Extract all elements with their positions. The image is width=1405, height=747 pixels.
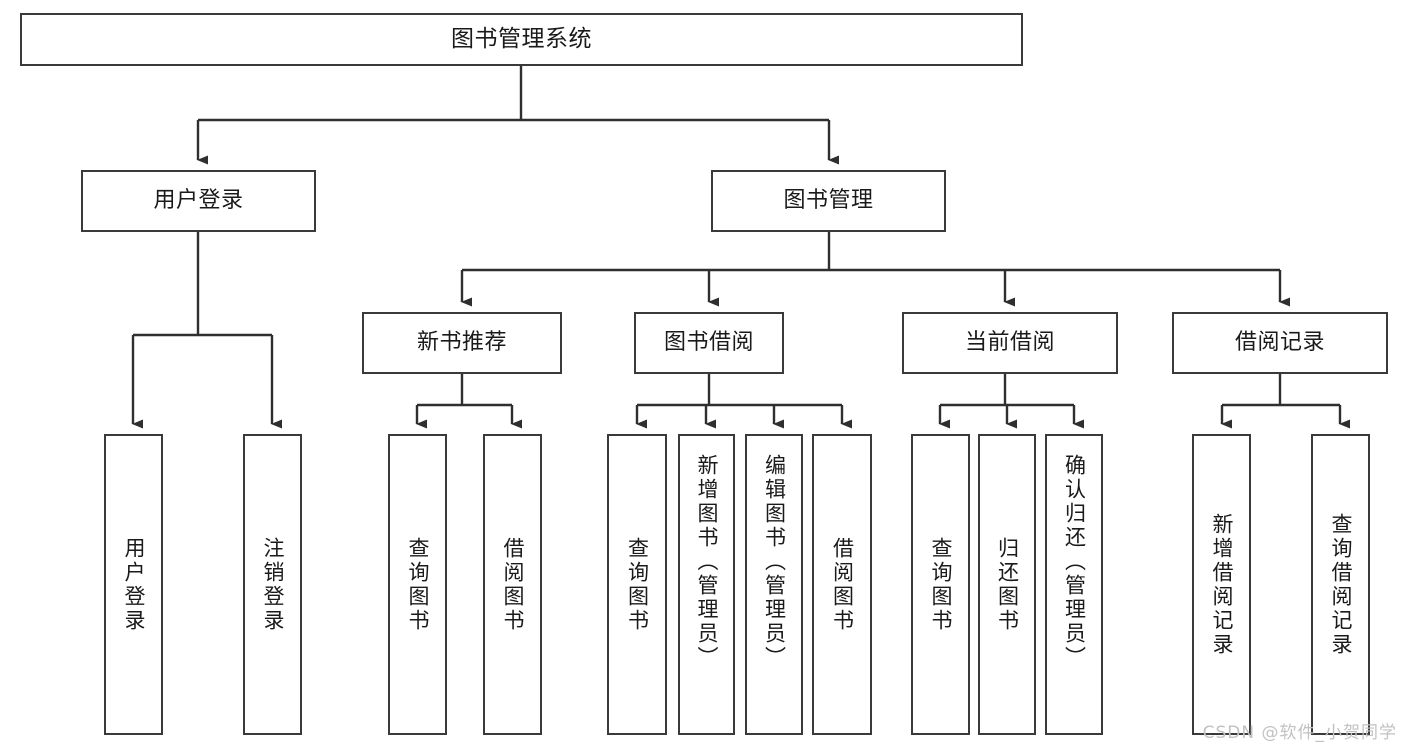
node-borrow-record-label: 借阅记录 (1234, 330, 1325, 356)
node-leaf-logout-login[interactable]: 注销登录 (243, 434, 302, 735)
node-leaf-confirm-return[interactable]: 确认归还（管理员） (1045, 434, 1103, 735)
node-leaf-query-book-2[interactable]: 查询图书 (607, 434, 667, 735)
node-leaf-add-record-label: 新增借阅记录 (1210, 512, 1234, 657)
node-leaf-borrow-book-2-label: 借阅图书 (830, 536, 855, 633)
node-book-management-label: 图书管理 (783, 188, 874, 214)
node-leaf-edit-book-label: 编辑图书（管理员） (762, 454, 787, 670)
node-leaf-add-record[interactable]: 新增借阅记录 (1192, 434, 1251, 735)
node-leaf-return-book[interactable]: 归还图书 (978, 434, 1036, 735)
node-current-borrow[interactable]: 当前借阅 (902, 312, 1118, 374)
node-leaf-borrow-book-1-label: 借阅图书 (501, 536, 525, 633)
node-leaf-query-book-2-label: 查询图书 (625, 536, 650, 633)
node-leaf-add-book-label: 新增图书（管理员） (695, 454, 719, 670)
node-leaf-edit-book[interactable]: 编辑图书（管理员） (745, 434, 803, 735)
csdn-watermark: CSDN @软件_小贺同学 (1202, 723, 1397, 743)
node-new-book-recommend[interactable]: 新书推荐 (362, 312, 562, 374)
node-root-system[interactable]: 图书管理系统 (20, 13, 1023, 66)
node-user-login[interactable]: 用户登录 (81, 170, 316, 232)
node-root-system-label: 图书管理系统 (451, 25, 592, 52)
node-leaf-user-login-label: 用户登录 (122, 536, 146, 633)
node-leaf-query-book-1[interactable]: 查询图书 (388, 434, 447, 735)
node-borrow-record[interactable]: 借阅记录 (1172, 312, 1388, 374)
node-new-book-recommend-label: 新书推荐 (416, 330, 507, 356)
node-leaf-add-book[interactable]: 新增图书（管理员） (678, 434, 735, 735)
node-leaf-user-login[interactable]: 用户登录 (104, 434, 163, 735)
node-book-management[interactable]: 图书管理 (711, 170, 946, 232)
node-current-borrow-label: 当前借阅 (964, 330, 1055, 356)
node-user-login-label: 用户登录 (153, 188, 244, 214)
node-leaf-query-record-label: 查询借阅记录 (1329, 512, 1353, 657)
node-leaf-query-record[interactable]: 查询借阅记录 (1311, 434, 1370, 735)
node-book-borrow[interactable]: 图书借阅 (634, 312, 784, 374)
node-leaf-query-book-3[interactable]: 查询图书 (911, 434, 970, 735)
node-leaf-logout-login-label: 注销登录 (261, 536, 285, 633)
node-leaf-confirm-return-label: 确认归还（管理员） (1062, 454, 1087, 670)
node-book-borrow-label: 图书借阅 (663, 330, 754, 356)
node-leaf-query-book-3-label: 查询图书 (929, 536, 953, 633)
node-leaf-return-book-label: 归还图书 (995, 536, 1020, 633)
node-leaf-borrow-book-1[interactable]: 借阅图书 (483, 434, 542, 735)
node-leaf-borrow-book-2[interactable]: 借阅图书 (812, 434, 872, 735)
node-leaf-query-book-1-label: 查询图书 (406, 536, 430, 633)
